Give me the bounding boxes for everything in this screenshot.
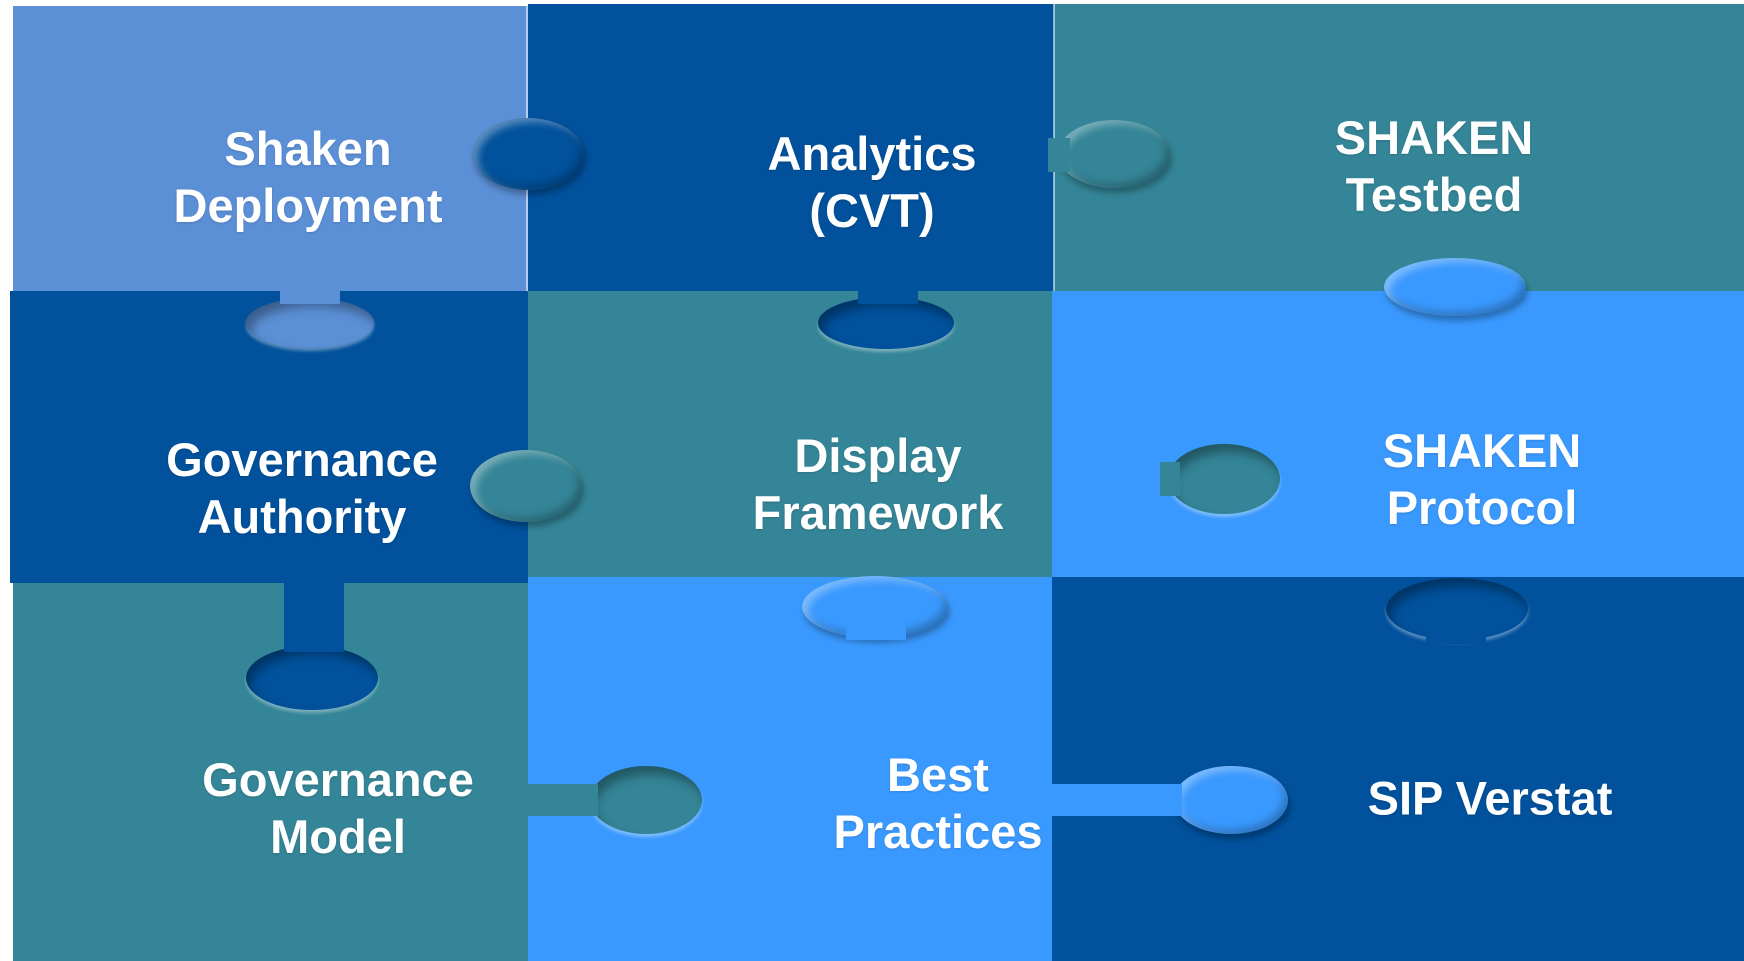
puzzle-knob: [1168, 444, 1280, 514]
label-line: (CVT): [809, 184, 935, 237]
label-line: Deployment: [173, 179, 443, 232]
label-line: Practices: [833, 805, 1043, 858]
label-line: Governance: [202, 753, 474, 806]
piece-label-sip-verstat: SIP Verstat: [1368, 770, 1613, 827]
label-line: Display: [794, 429, 962, 482]
puzzle-neck: [520, 468, 540, 504]
puzzle-neck: [520, 136, 540, 172]
piece-label-analytics-cvt: Analytics (CVT): [768, 125, 977, 239]
puzzle-neck: [280, 286, 340, 304]
piece-shaken-deployment: [13, 6, 528, 291]
piece-sip-verstat: [1052, 577, 1744, 961]
piece-label-governance-model: Governance Model: [202, 751, 474, 865]
puzzle-neck: [1426, 630, 1486, 644]
puzzle-neck: [284, 578, 344, 652]
puzzle-knob: [246, 646, 378, 710]
label-line: Authority: [197, 490, 407, 543]
piece-governance-model: [13, 583, 530, 961]
label-line: SHAKEN: [1382, 424, 1582, 477]
label-line: SHAKEN: [1334, 111, 1534, 164]
piece-analytics-cvt: [528, 4, 1054, 291]
puzzle-neck: [846, 620, 906, 640]
puzzle-neck: [858, 286, 918, 304]
puzzle-neck: [1050, 784, 1182, 816]
puzzle-neck: [1424, 282, 1484, 296]
label-line: Governance: [166, 433, 438, 486]
piece-label-governance-authority: Governance Authority: [166, 431, 438, 545]
puzzle-neck: [1048, 138, 1070, 172]
puzzle-knob: [818, 297, 954, 349]
piece-label-display-framework: Display Framework: [753, 427, 1004, 541]
label-line: Framework: [752, 486, 1004, 539]
puzzle-knob: [1174, 766, 1288, 834]
label-line: Protocol: [1386, 481, 1578, 534]
label-line: Analytics: [767, 127, 977, 180]
piece-best-practices: [528, 577, 1052, 961]
label-line: SIP Verstat: [1367, 771, 1613, 825]
piece-label-shaken-deployment: Shaken Deployment: [174, 120, 443, 234]
puzzle-knob: [1058, 120, 1170, 188]
label-line: Shaken: [224, 122, 392, 175]
piece-shaken-protocol: [1052, 291, 1744, 577]
puzzle-neck: [1160, 462, 1180, 496]
puzzle-knob: [1386, 578, 1528, 640]
label-line: Testbed: [1345, 168, 1523, 221]
piece-label-best-practices: Best Practices: [833, 746, 1042, 860]
puzzle-neck: [528, 784, 598, 816]
piece-display-framework: [528, 291, 1052, 577]
puzzle-knob: [590, 766, 702, 834]
puzzle-knob: [246, 298, 374, 348]
piece-label-shaken-testbed: SHAKEN Testbed: [1335, 109, 1533, 223]
label-line: Model: [270, 810, 406, 863]
piece-label-shaken-protocol: SHAKEN Protocol: [1383, 422, 1581, 536]
label-line: Best: [887, 748, 989, 801]
